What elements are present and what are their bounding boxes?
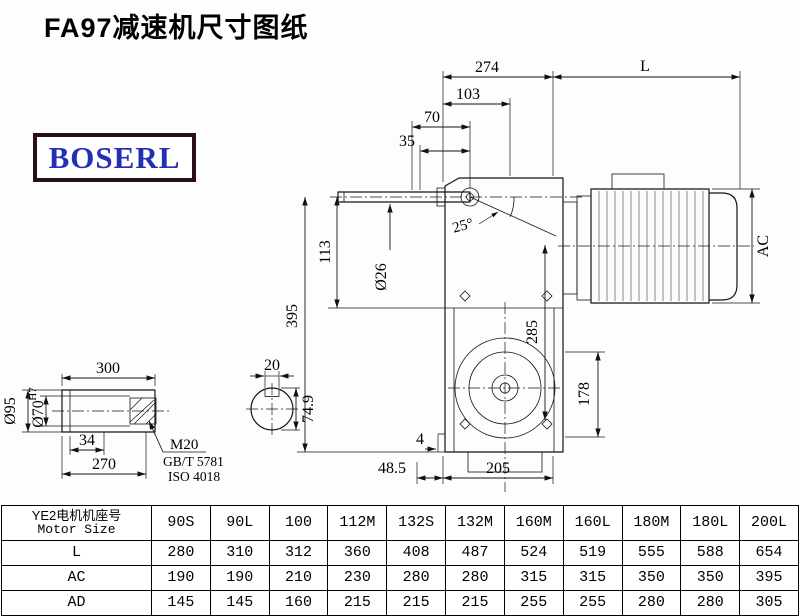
motor-size-header-en: Motor Size	[37, 522, 116, 537]
column-header: 160L	[562, 505, 623, 541]
motor-size-header: YE2电机机座号 Motor Size	[1, 505, 152, 541]
table-cell: 280	[680, 590, 741, 616]
dim-label-70: 70	[424, 109, 440, 126]
dim-label-285: 285	[524, 320, 541, 344]
note-iso4018: ISO 4018	[168, 469, 220, 484]
table-cell: 280	[386, 565, 447, 591]
dim-label-274: 274	[475, 59, 499, 76]
column-header: 112M	[327, 505, 388, 541]
dia-26-label: Ø26	[373, 263, 390, 291]
row-label: AC	[1, 565, 152, 591]
column-header: 160M	[503, 505, 564, 541]
table-cell: 145	[151, 590, 211, 616]
column-header: 90L	[209, 505, 270, 541]
main-dimensions: 274 L 103 70 35 Ø26 113 395 285 AC 178 4…	[284, 58, 772, 484]
table-cell: 312	[268, 540, 329, 566]
motor-size-table: YE2电机机座号 Motor Size 90S 90L 100 112M 132…	[1, 505, 799, 616]
column-header: 180M	[621, 505, 682, 541]
dim-label-395: 395	[284, 304, 301, 328]
angle-label: 25°	[451, 216, 475, 237]
centerlines	[52, 196, 754, 492]
dia-95-label: Ø95	[2, 397, 19, 425]
table-row-ad: AD 145 145 160 215 215 215 255 255 280 2…	[1, 590, 799, 616]
table-cell: 255	[503, 590, 564, 616]
dim-label-ac: AC	[755, 235, 772, 257]
dim-label-74-9: 74.9	[300, 395, 317, 423]
dim-label-20: 20	[264, 357, 280, 374]
table-cell: 524	[503, 540, 564, 566]
dia-70-tol-label: H7	[27, 387, 39, 401]
dim-label-l: L	[640, 58, 650, 75]
table-cell: 160	[268, 590, 329, 616]
dim-label-48-5: 48.5	[378, 460, 406, 477]
angle-annotation: 25°	[451, 196, 557, 237]
dim-label-34: 34	[79, 432, 95, 449]
row-label: L	[1, 540, 152, 566]
table-cell: 215	[445, 590, 505, 616]
column-header: 90S	[151, 505, 211, 541]
dim-label-270: 270	[92, 456, 116, 473]
table-cell: 487	[445, 540, 505, 566]
table-cell: 145	[209, 590, 270, 616]
table-cell: 230	[327, 565, 388, 591]
table-cell: 280	[151, 540, 211, 566]
note-gb5781: GB/T 5781	[163, 454, 224, 469]
technical-drawing: 25°	[2, 58, 772, 492]
table-cell: 280	[621, 590, 682, 616]
column-header: 180L	[680, 505, 741, 541]
table-cell: 588	[680, 540, 741, 566]
motor-size-header-cn: YE2电机机座号	[31, 507, 122, 523]
table-cell: 190	[151, 565, 211, 591]
table-cell: 305	[739, 590, 799, 616]
table-cell: 315	[503, 565, 564, 591]
table-cell: 360	[327, 540, 388, 566]
hollow-shaft-detail	[61, 389, 157, 433]
note-m20: M20	[170, 437, 198, 453]
table-cell: 215	[386, 590, 447, 616]
dim-label-113: 113	[317, 240, 334, 263]
page-title: FA97减速机尺寸图纸	[44, 13, 309, 43]
column-header: 132S	[386, 505, 447, 541]
table-cell: 350	[680, 565, 741, 591]
table-cell: 310	[209, 540, 270, 566]
table-header-row: YE2电机机座号 Motor Size 90S 90L 100 112M 132…	[1, 505, 799, 541]
table-cell: 190	[209, 565, 270, 591]
dia-70-label: Ø70	[30, 400, 47, 428]
table-cell: 280	[445, 565, 505, 591]
shaft-section-detail	[250, 387, 294, 431]
column-header: 100	[268, 505, 329, 541]
dim-label-205: 205	[486, 460, 510, 477]
table-cell: 210	[268, 565, 329, 591]
table-cell: 215	[327, 590, 388, 616]
motor	[562, 173, 738, 304]
table-cell: 555	[621, 540, 682, 566]
table-cell: 519	[562, 540, 623, 566]
dim-label-300: 300	[96, 360, 120, 377]
dim-label-35: 35	[399, 133, 415, 150]
section-dimensions: 20 74.9	[250, 357, 317, 431]
dim-label-103: 103	[456, 86, 480, 103]
table-cell: 350	[621, 565, 682, 591]
table-cell: 255	[562, 590, 623, 616]
boserl-logo: BOSERL	[33, 133, 196, 182]
table-cell: 654	[739, 540, 799, 566]
table-row-ac: AC 190 190 210 230 280 280 315 315 350 3…	[1, 565, 799, 591]
dim-label-4: 4	[416, 431, 424, 448]
column-header: 200L	[739, 505, 799, 541]
row-label: AD	[1, 590, 152, 616]
table-cell: 315	[562, 565, 623, 591]
table-cell: 408	[386, 540, 447, 566]
column-header: 132M	[445, 505, 505, 541]
table-row-l: L 280 310 312 360 408 487 524 519 555 58…	[1, 540, 799, 566]
table-cell: 395	[739, 565, 799, 591]
dim-label-178: 178	[576, 382, 593, 406]
shaft-detail-dimensions: 300 270 34 Ø95 Ø70 H7 M20 GB/T 5781 ISO …	[2, 360, 224, 484]
